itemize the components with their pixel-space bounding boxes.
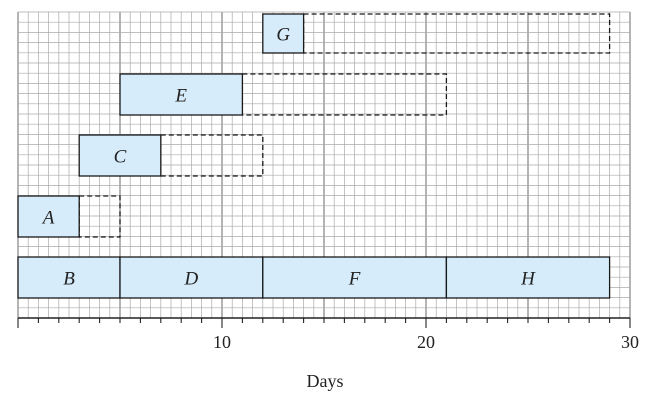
task-bar-c [78,134,162,177]
task-label-g: G [276,25,290,46]
task-bar-d [119,256,264,299]
task-bar-f [262,256,448,299]
x-tick-label: 30 [621,332,639,352]
task-bars: G E C A B D F H [17,13,611,299]
task-bar-h [445,256,611,299]
task-label-e: E [174,86,187,107]
slack-box-a [78,195,121,238]
slack-box-g [302,13,611,54]
x-tick-label: 10 [213,332,231,352]
x-axis: 10 20 30 [17,317,639,352]
task-bar-e [119,73,244,116]
x-tick-label: 20 [417,332,435,352]
task-label-c: C [114,147,127,168]
task-label-h: H [520,269,536,290]
x-axis-label: Days [307,371,344,391]
task-label-b: B [63,269,75,290]
slack-box-e [241,73,448,116]
task-label-f: F [348,269,361,290]
task-bar-g [262,13,305,54]
task-bar-a [17,195,80,238]
task-label-a: A [41,208,55,229]
task-label-d: D [184,269,199,290]
